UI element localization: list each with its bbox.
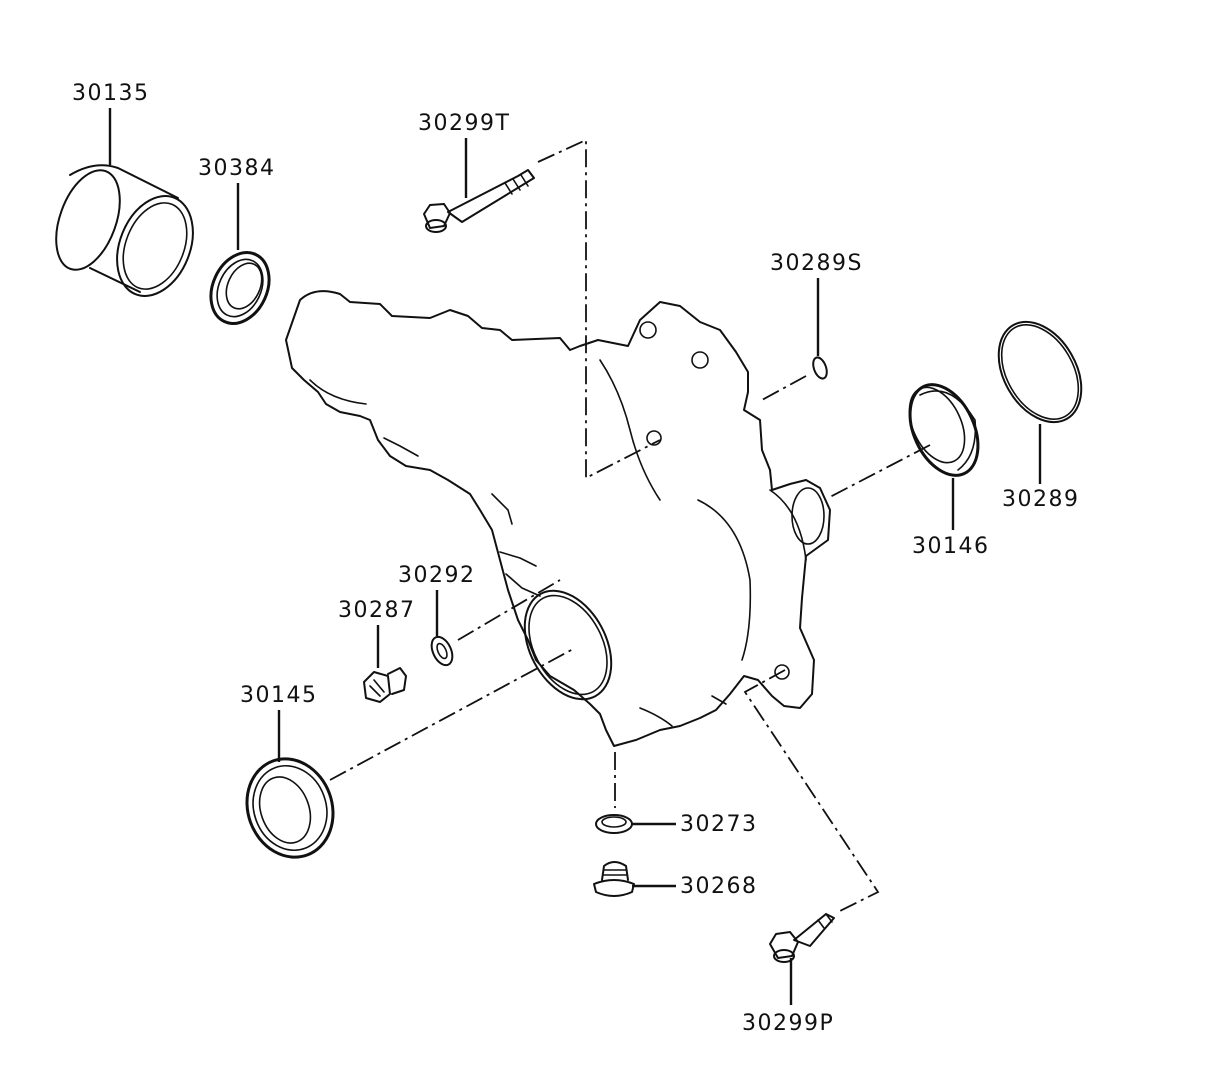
washer-30273 xyxy=(595,814,633,834)
label-30292[interactable]: 30292 xyxy=(398,563,476,588)
label-30268[interactable]: 30268 xyxy=(680,874,758,899)
oring-30289S xyxy=(812,356,828,380)
leader-lines xyxy=(108,108,1042,1005)
label-30289S[interactable]: 30289S xyxy=(770,251,863,276)
part-labels: 30135 30384 30299T 30289S 30146 30289 30… xyxy=(72,81,1080,1036)
oring-30289 xyxy=(997,320,1083,424)
assembly-line-30146 xyxy=(827,444,931,499)
label-30289[interactable]: 30289 xyxy=(1002,487,1080,512)
transfer-case-housing xyxy=(285,290,831,747)
seal-30146 xyxy=(908,383,980,477)
label-30384[interactable]: 30384 xyxy=(198,156,276,181)
assembly-line-30289S xyxy=(761,375,807,401)
bolt-30299T xyxy=(423,169,535,233)
seal-30145 xyxy=(245,757,335,859)
label-30135[interactable]: 30135 xyxy=(72,81,150,106)
label-30273[interactable]: 30273 xyxy=(680,812,758,837)
seal-30384 xyxy=(209,251,271,325)
assembly-lines xyxy=(329,138,931,913)
sleeve-30135 xyxy=(55,164,194,297)
washer-30292 xyxy=(430,635,454,667)
label-30145[interactable]: 30145 xyxy=(240,683,318,708)
label-30146[interactable]: 30146 xyxy=(912,534,990,559)
assembly-line-30292 xyxy=(457,579,561,641)
label-30299T[interactable]: 30299T xyxy=(418,111,510,136)
plug-30268 xyxy=(593,861,635,897)
plug-30287 xyxy=(363,667,407,703)
assembly-line-30299P xyxy=(743,669,880,913)
label-30299P[interactable]: 30299P xyxy=(742,1011,834,1036)
assembly-line-30145 xyxy=(329,647,576,781)
bolt-30299P xyxy=(769,913,835,963)
label-30287[interactable]: 30287 xyxy=(338,598,416,623)
assembly-line-30299T xyxy=(537,138,661,480)
